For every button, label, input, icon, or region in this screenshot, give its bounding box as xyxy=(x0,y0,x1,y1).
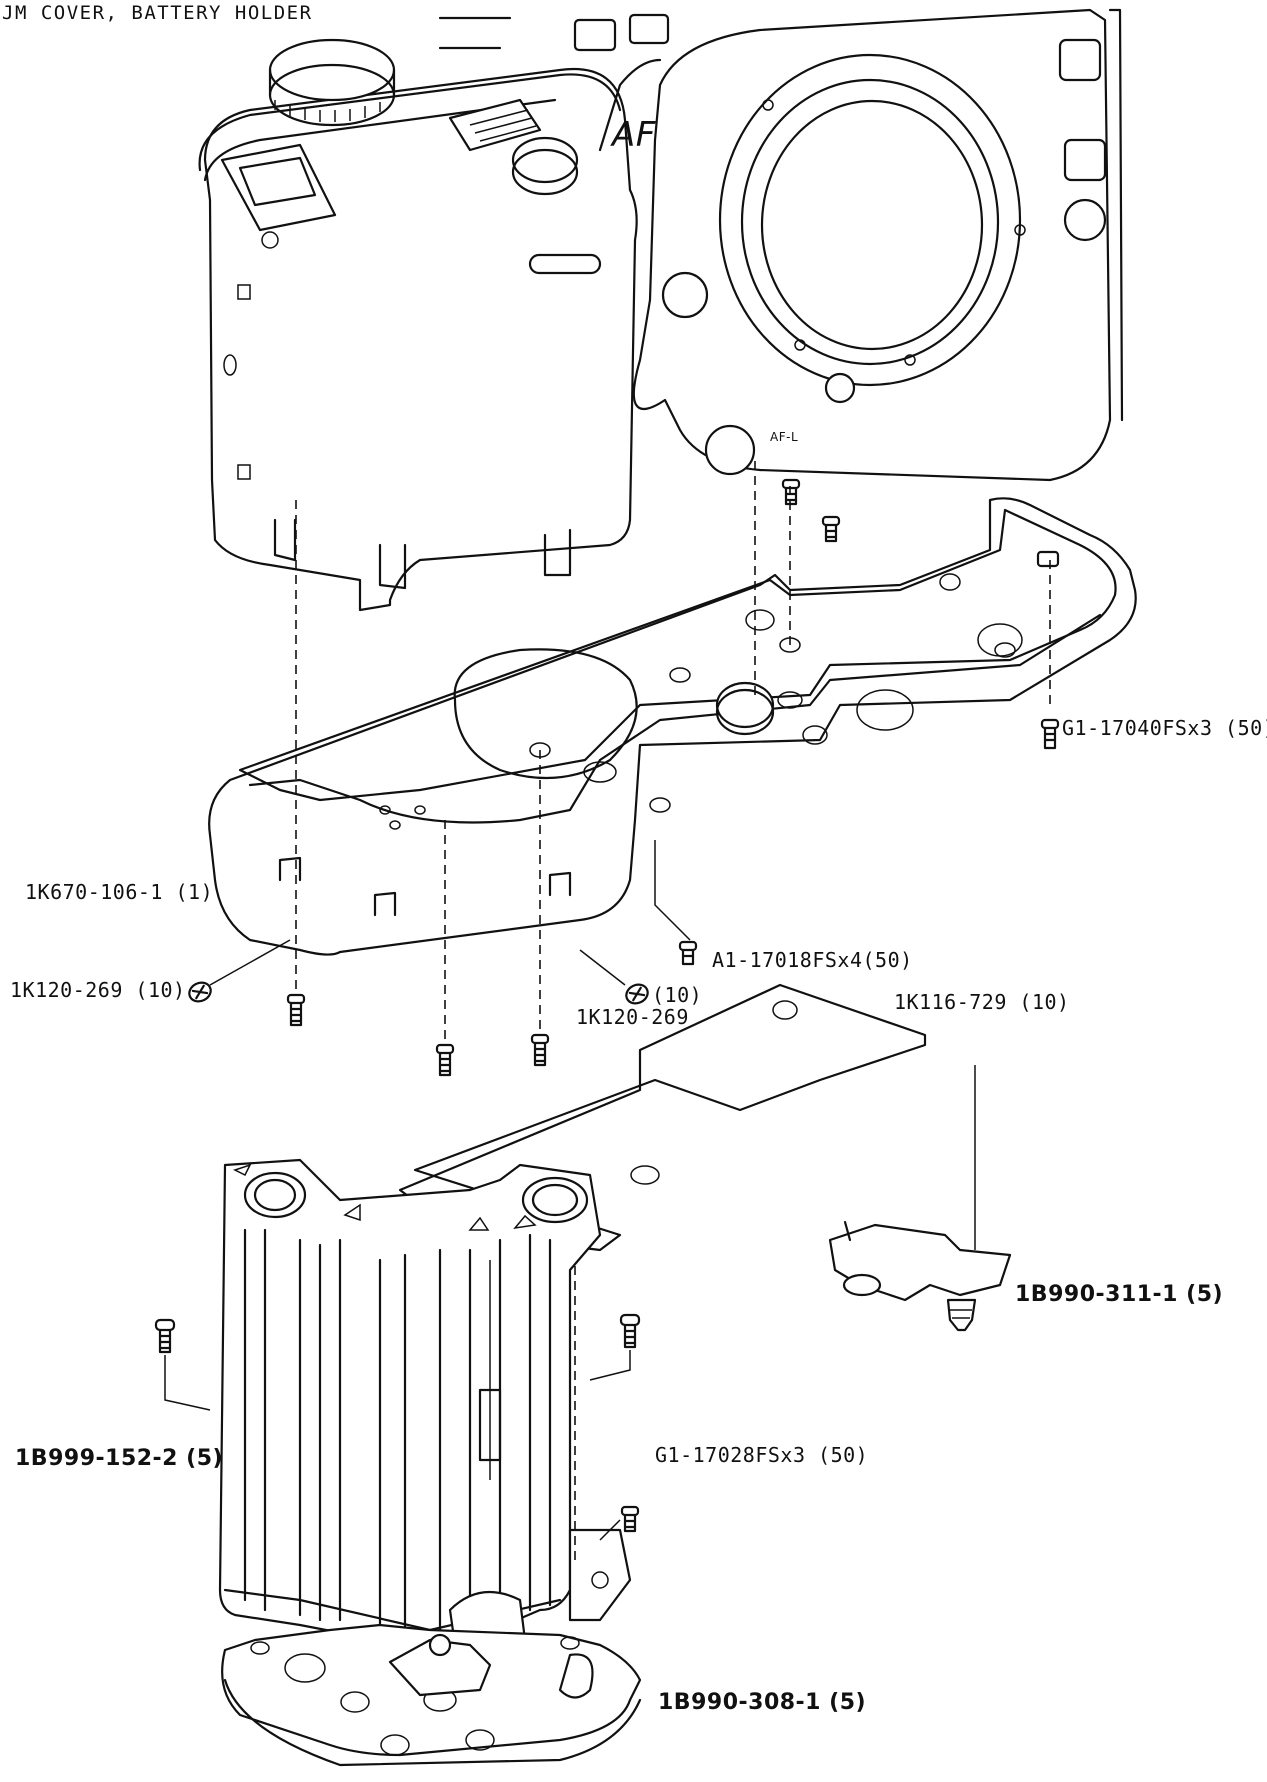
diagram-header: JM COVER, BATTERY HOLDER xyxy=(2,2,313,24)
callout-1k120-269-right-qty: (10) xyxy=(652,983,703,1007)
battery-holder-drawing xyxy=(218,1158,632,1652)
afl-mark: AF-L xyxy=(770,430,799,444)
camera-body-drawing xyxy=(198,8,1124,612)
callout-1b990-311-1: 1B990-311-1 (5) xyxy=(1015,1282,1224,1307)
screw-icons xyxy=(154,478,1060,1533)
callout-1b999-152-2: 1B999-152-2 (5) xyxy=(15,1446,224,1471)
af-mark: AF xyxy=(612,115,656,155)
callout-1k116-729: 1K116-729 (10) xyxy=(894,990,1070,1014)
callout-1b990-308-1: 1B990-308-1 (5) xyxy=(658,1690,867,1715)
callout-a1-17018fsx4: A1-17018FSx4(50) xyxy=(712,948,913,972)
callout-g1-17028fsx3: G1-17028FSx3 (50) xyxy=(655,1443,869,1467)
leader-lines xyxy=(164,460,1051,1560)
insulator-sheet-drawing xyxy=(398,983,927,1262)
base-plate-drawing xyxy=(221,1623,642,1767)
callout-1k120-269-left: 1K120-269 (10) xyxy=(10,978,186,1002)
contact-part-drawing xyxy=(828,1220,1012,1332)
callout-g1-17040fsx3: G1-17040FSx3 (50) xyxy=(1062,716,1267,740)
callout-1k120-269-right: 1K120-269 xyxy=(576,1005,689,1029)
callout-1k670-106-1: 1K670-106-1 (1) xyxy=(25,880,214,904)
bottom-cover-drawing xyxy=(208,497,1137,956)
